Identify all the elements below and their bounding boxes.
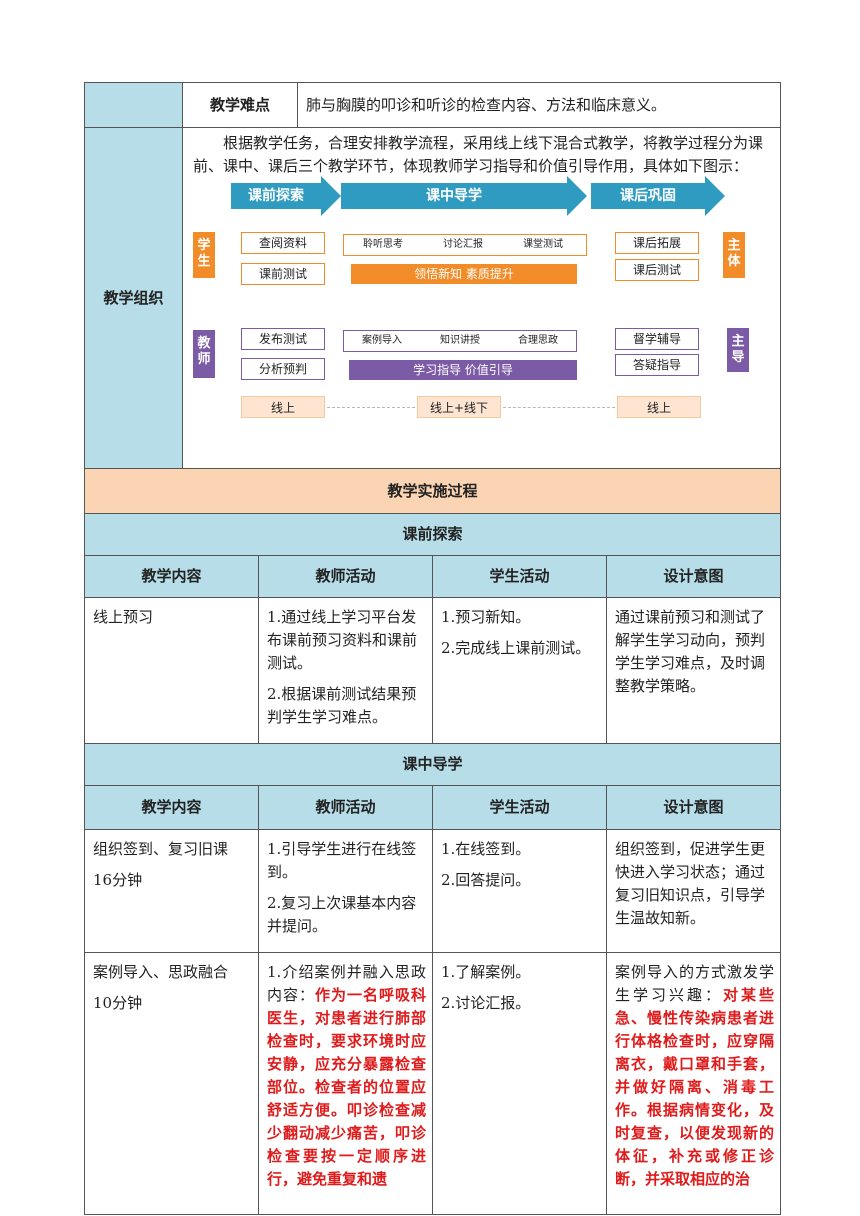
lesson-plan-table: 教学难点 肺与胸膜的叩诊和听诊的检查内容、方法和临床意义。 教学组织 根据教学任… xyxy=(84,82,781,469)
teacher-mid-3: 合理思政 xyxy=(518,335,558,346)
teacher-mid-2: 知识讲授 xyxy=(440,335,480,346)
mode-pre: 线上 xyxy=(241,396,325,418)
blank-cell xyxy=(84,82,183,128)
process-title: 教学实施过程 xyxy=(83,468,782,514)
student-text: 2.讨论汇报。 xyxy=(441,994,531,1012)
content-text: 组织签到、复习旧课 xyxy=(93,840,229,858)
mode-divider-1 xyxy=(327,407,415,408)
col-header-teacher: 教师活动 xyxy=(258,555,433,598)
col-header-content: 教学内容 xyxy=(84,555,259,598)
student-cell: 1.预习新知。 2.完成线上课前测试。 xyxy=(432,597,607,744)
table-row: 案例导入、思政融合 10分钟 1.介绍案例并融入思政内容：作为一名呼吸科医生，对… xyxy=(84,952,782,1215)
teaching-flow-diagram: 课前探索 课中导学 课后巩固 学生 查阅资料 课前测试 聆听思考 xyxy=(191,176,781,444)
col-header-intent: 设计意图 xyxy=(605,555,782,598)
mode-post: 线上 xyxy=(617,396,701,418)
phase-arrow-pre: 课前探索 xyxy=(231,176,341,216)
student-mid-1: 聆听思考 xyxy=(363,239,403,250)
student-text: 2.回答提问。 xyxy=(441,871,531,889)
student-mid-2: 讨论汇报 xyxy=(443,239,483,250)
section-mid-title: 课中导学 xyxy=(83,743,782,786)
teacher-text: 1.介绍案例并融入思政内容： xyxy=(267,963,426,1004)
col-header-student: 学生活动 xyxy=(432,555,607,598)
intent-cell: 案例导入的方式激发学生学习兴趣：对某些急、慢性传染病患者进行体格检查时，应穿隔离… xyxy=(605,952,782,1215)
student-mid-bar: 领悟新知 素质提升 xyxy=(351,264,577,284)
phase-arrow-mid: 课中导学 xyxy=(341,176,587,216)
intent-text: 组织签到，促进学生更快进入学习状态；通过复习旧知识点，引导学生温故知新。 xyxy=(615,840,766,927)
teacher-pre-2: 分析预判 xyxy=(241,358,325,380)
student-role-label: 主体 xyxy=(723,232,745,278)
student-text: 1.预习新知。 xyxy=(441,608,531,626)
student-text: 2.完成线上课前测试。 xyxy=(441,639,591,657)
teacher-mid-chevrons xyxy=(343,330,577,352)
student-mid-chevrons xyxy=(343,234,587,256)
difficulty-label: 教学难点 xyxy=(182,82,298,128)
table-row: 组织签到、复习旧课 16分钟 1.引导学生进行在线签到。 2.复习上次课基本内容… xyxy=(84,829,782,953)
student-mid-3: 课堂测试 xyxy=(523,239,563,250)
teacher-post-2: 答疑指导 xyxy=(615,354,699,376)
intent-text: 案例导入的方式激发学生学习兴趣： xyxy=(615,963,775,1004)
student-pre-1: 查阅资料 xyxy=(241,232,325,254)
org-label: 教学组织 xyxy=(84,127,183,469)
teacher-cell: 1.通过线上学习平台发布课前预习资料和课前测试。 2.根据课前测试结果预判学生学… xyxy=(258,597,433,744)
student-side-label: 学生 xyxy=(193,232,215,278)
phase-pre-label: 课前探索 xyxy=(248,188,304,204)
mode-divider-2 xyxy=(503,407,615,408)
intent-text: 通过课前预习和测试了解学生学习动向，预判学生学习难点，及时调整教学策略。 xyxy=(615,608,766,695)
student-text: 1.在线签到。 xyxy=(441,840,531,858)
student-post-1: 课后拓展 xyxy=(615,232,699,254)
phase-post-label: 课后巩固 xyxy=(620,188,676,204)
student-cell: 1.在线签到。 2.回答提问。 xyxy=(432,829,607,953)
teacher-pre-1: 发布测试 xyxy=(241,328,325,350)
col-header-intent: 设计意图 xyxy=(605,785,782,830)
teacher-cell: 1.介绍案例并融入思政内容：作为一名呼吸科医生，对患者进行肺部检查时，要求环境时… xyxy=(258,952,433,1215)
content-time: 16分钟 xyxy=(93,871,143,889)
org-intro: 根据教学任务，合理安排教学流程，采用线上线下混合式教学，将教学过程分为课前、课中… xyxy=(193,134,764,175)
student-pre-2: 课前测试 xyxy=(241,263,325,285)
mode-mid: 线上+线下 xyxy=(417,396,501,418)
col-header-student: 学生活动 xyxy=(432,785,607,830)
student-post-2: 课后测试 xyxy=(615,259,699,281)
process-table: 教学实施过程 课前探索 教学内容 教师活动 学生活动 设计意图 线上预习 1.通… xyxy=(83,468,782,1215)
content-text: 线上预习 xyxy=(93,608,154,626)
student-cell: 1.了解案例。 2.讨论汇报。 xyxy=(432,952,607,1215)
intent-cell: 通过课前预习和测试了解学生学习动向，预判学生学习难点，及时调整教学策略。 xyxy=(605,597,782,744)
table-row: 线上预习 1.通过线上学习平台发布课前预习资料和课前测试。 2.根据课前测试结果… xyxy=(84,597,782,744)
teacher-ideology-text: 作为一名呼吸科医生，对患者进行肺部检查时，要求环境时应安静，应充分暴露检查部位。… xyxy=(267,986,426,1188)
content-cell: 案例导入、思政融合 10分钟 xyxy=(84,952,259,1215)
teacher-text: 2.复习上次课基本内容并提问。 xyxy=(267,894,417,935)
content-time: 10分钟 xyxy=(93,994,143,1012)
teacher-side-label: 教师 xyxy=(193,330,215,378)
teacher-mid-bar: 学习指导 价值引导 xyxy=(349,360,577,380)
teacher-cell: 1.引导学生进行在线签到。 2.复习上次课基本内容并提问。 xyxy=(258,829,433,953)
teacher-text: 2.根据课前测试结果预判学生学习难点。 xyxy=(267,685,417,726)
content-text: 案例导入、思政融合 xyxy=(93,963,229,981)
teacher-role-label: 主导 xyxy=(727,328,749,372)
teacher-mid-1: 案例导入 xyxy=(362,335,402,346)
teacher-text: 1.引导学生进行在线签到。 xyxy=(267,840,417,881)
section-pre-title: 课前探索 xyxy=(83,513,782,556)
org-content: 根据教学任务，合理安排教学流程，采用线上线下混合式教学，将教学过程分为课前、课中… xyxy=(182,127,781,469)
col-header-teacher: 教师活动 xyxy=(258,785,433,830)
col-header-content: 教学内容 xyxy=(84,785,259,830)
difficulty-text: 肺与胸膜的叩诊和听诊的检查内容、方法和临床意义。 xyxy=(297,82,781,128)
content-cell: 组织签到、复习旧课 16分钟 xyxy=(84,829,259,953)
content-cell: 线上预习 xyxy=(84,597,259,744)
teacher-post-1: 督学辅导 xyxy=(615,328,699,350)
phase-mid-label: 课中导学 xyxy=(426,188,482,204)
teacher-text: 1.通过线上学习平台发布课前预习资料和课前测试。 xyxy=(267,608,418,672)
student-text: 1.了解案例。 xyxy=(441,963,531,981)
document-page: 教学难点 肺与胸膜的叩诊和听诊的检查内容、方法和临床意义。 教学组织 根据教学任… xyxy=(83,82,782,1215)
intent-cell: 组织签到，促进学生更快进入学习状态；通过复习旧知识点，引导学生温故知新。 xyxy=(605,829,782,953)
phase-arrow-post: 课后巩固 xyxy=(591,176,725,216)
intent-ideology-text: 对某些急、慢性传染病患者进行体格检查时，应穿隔离衣，戴口罩和手套，并做好隔离、消… xyxy=(615,986,775,1188)
